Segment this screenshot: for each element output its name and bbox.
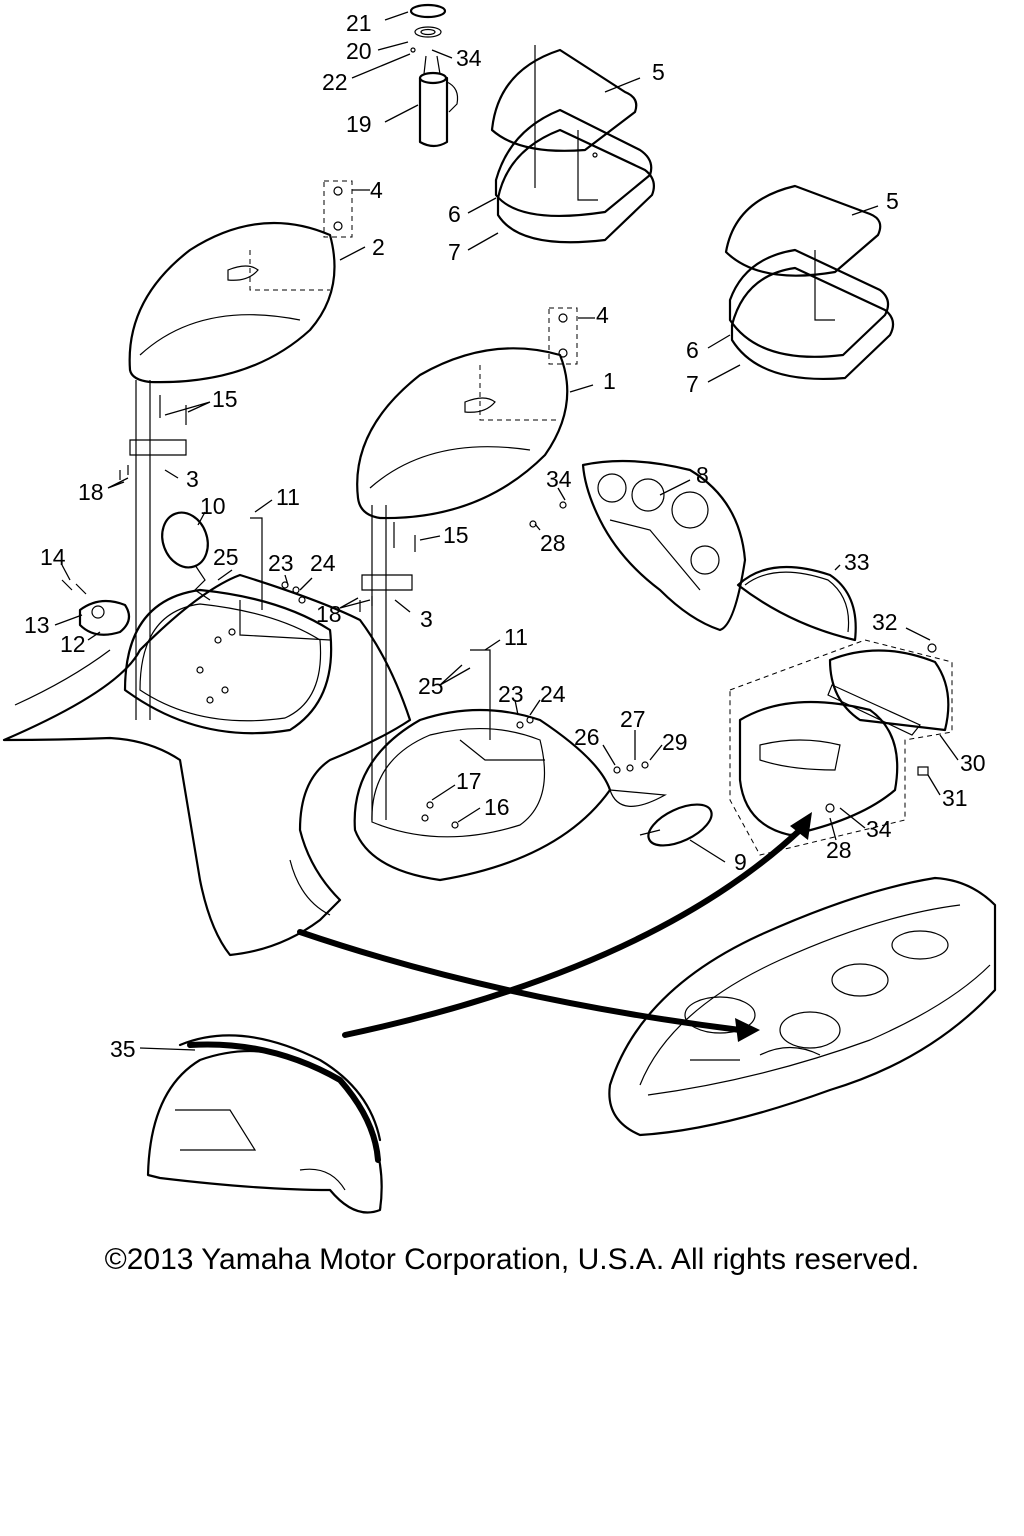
callout-23: 23	[268, 550, 294, 576]
callout-26: 26	[574, 724, 600, 750]
callout-22: 22	[322, 69, 348, 95]
callout-15: 15	[443, 522, 469, 548]
callout-9: 9	[734, 849, 747, 875]
storage-bin-right	[724, 184, 895, 380]
callout-14: 14	[40, 544, 66, 570]
boat-overview	[608, 876, 997, 1137]
callout-12: 12	[60, 631, 86, 657]
storage-liner-35	[146, 1034, 383, 1214]
callout-25: 25	[213, 544, 239, 570]
callout-7: 7	[448, 239, 461, 265]
callout-34: 34	[546, 466, 572, 492]
callout-labels: 21 20 34 22 5 19 4 6 2 7 5 4 6 1 7 15 3 …	[24, 10, 986, 1062]
callout-4: 4	[596, 302, 609, 328]
callout-11: 11	[276, 484, 300, 510]
callout-6: 6	[448, 201, 461, 227]
callout-15: 15	[212, 386, 238, 412]
glovebox-lid-33	[736, 565, 857, 642]
left-deck-console	[2, 573, 412, 957]
hinge-assemblies	[119, 380, 416, 820]
callout-27: 27	[620, 706, 646, 732]
hardware-dots	[250, 501, 649, 774]
cup-holder-assembly	[409, 3, 459, 148]
callout-23: 23	[498, 681, 524, 707]
grab-handle-assembly	[61, 579, 131, 636]
callout-25: 25	[418, 673, 444, 699]
callout-5: 5	[886, 188, 899, 214]
copyright-notice: ©2013 Yamaha Motor Corporation, U.S.A. A…	[104, 1243, 920, 1276]
callout-24: 24	[540, 681, 566, 707]
leader-lines	[54, 11, 959, 1051]
callout-3: 3	[186, 466, 199, 492]
callout-16: 16	[484, 794, 510, 820]
callout-3: 3	[420, 606, 433, 632]
callout-5: 5	[652, 59, 665, 85]
callout-35: 35	[110, 1036, 136, 1062]
callout-32: 32	[872, 609, 898, 635]
callout-13: 13	[24, 612, 50, 638]
callout-18: 18	[316, 601, 342, 627]
callout-29: 29	[662, 729, 688, 755]
pointer-arrows	[297, 812, 812, 1042]
callout-34: 34	[456, 45, 482, 71]
callout-33: 33	[844, 549, 870, 575]
callout-10: 10	[200, 493, 226, 519]
callout-30: 30	[960, 750, 986, 776]
callout-19: 19	[346, 111, 372, 137]
callout-20: 20	[346, 38, 372, 64]
callout-7: 7	[686, 371, 699, 397]
callout-1: 1	[603, 368, 616, 394]
callout-2: 2	[372, 234, 385, 260]
callout-8: 8	[696, 462, 709, 488]
callout-11: 11	[504, 624, 528, 650]
callout-31: 31	[942, 785, 968, 811]
callout-21: 21	[346, 10, 372, 36]
dash-panel-8	[581, 459, 747, 632]
callout-28: 28	[826, 837, 852, 863]
callout-34: 34	[866, 816, 892, 842]
glovebox-assembly	[729, 639, 953, 856]
callout-4: 4	[370, 177, 383, 203]
callout-6: 6	[686, 337, 699, 363]
callout-28: 28	[540, 530, 566, 556]
callout-17: 17	[456, 768, 482, 794]
right-deck-console	[353, 708, 667, 882]
seat-1	[356, 307, 578, 520]
callout-18: 18	[78, 479, 104, 505]
storage-bin-upper	[490, 45, 655, 244]
parts-diagram: 21 20 34 22 5 19 4 6 2 7 5 4 6 1 7 15 3 …	[2, 3, 997, 1214]
seat-2	[128, 180, 353, 384]
callout-24: 24	[310, 550, 336, 576]
